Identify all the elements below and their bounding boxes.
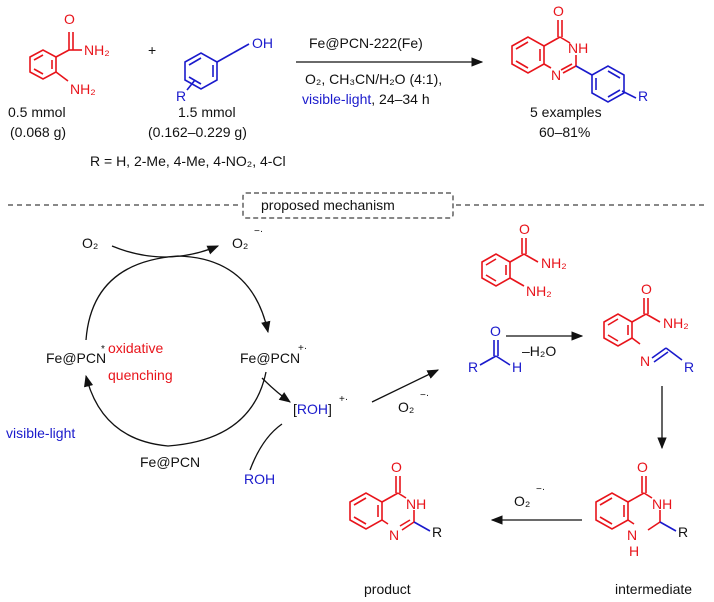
aldehyde-structure: R O H: [468, 323, 522, 375]
mechanism-title-box: [242, 192, 454, 219]
superoxide-label-2: O₂: [398, 399, 414, 415]
superoxide-label: O₂: [232, 235, 248, 251]
final-product-structure: O NH N R: [349, 459, 442, 543]
intermediate-nh-top: NH: [652, 496, 672, 512]
excited-catalyst-label: Fe@PCN: [46, 350, 106, 366]
benzyl-alcohol-structure: OH R: [176, 35, 273, 104]
roh-cation-charge: +·: [339, 394, 348, 405]
roh-oxidation-arrow: [261, 377, 291, 403]
catalyst-label: Fe@PCN-222(Fe): [309, 35, 423, 51]
product-nh-label: NH: [568, 40, 588, 56]
oxidative-label: oxidative: [108, 340, 163, 356]
product-caption: product: [364, 581, 411, 597]
superoxide-charge-3: −·: [536, 484, 545, 495]
final-r-label: R: [432, 524, 442, 540]
aldehyde-h-label: H: [512, 359, 522, 375]
final-n-label: N: [389, 527, 399, 543]
imine-r-label: R: [684, 359, 694, 375]
aminobenzamide-structure: O NH₂ NH₂: [29, 11, 110, 97]
superoxide-charge: −·: [254, 226, 263, 237]
amine-nh2-label: NH₂: [70, 81, 96, 97]
mech-carbonyl-o: O: [519, 221, 530, 237]
hydroxyl-label: OH: [252, 35, 273, 51]
imine-structure: O NH₂ N R: [603, 281, 694, 375]
superoxide-charge-2: −·: [420, 390, 429, 401]
aldehyde-r-label: R: [468, 359, 478, 375]
imine-n-label: N: [640, 353, 650, 369]
product-n-label: N: [551, 67, 561, 83]
aminobenzamide-mech-structure: O NH₂ NH₂: [481, 221, 567, 299]
catalyst-cation-label: Fe@PCN: [240, 350, 300, 366]
conditions-label: O₂, CH₃CN/H₂O (4:1),: [305, 71, 442, 87]
ground-catalyst-label: Fe@PCN: [140, 454, 200, 470]
superoxide-label-3: O₂: [514, 493, 530, 509]
amide-nh2-label: NH₂: [84, 42, 110, 58]
quenching-label: quenching: [108, 367, 173, 383]
intermediate-r-label: R: [678, 524, 688, 540]
r-substituent-label: R: [176, 88, 186, 104]
r-group-list: R = H, 2-Me, 4-Me, 4-NO₂, 4-Cl: [90, 153, 286, 169]
aldehyde-formation-arrow: [371, 369, 440, 403]
yield-range: 60–81%: [539, 124, 590, 140]
catalyst-cation-charge: +·: [298, 343, 307, 354]
time-condition: , 24–34 h: [371, 91, 429, 107]
intermediate-h-bottom: H: [629, 543, 639, 559]
roh-cation-label: ROH: [297, 401, 328, 417]
amide-amount: 0.5 mmol: [8, 104, 66, 120]
dihydroquinazolinone-structure: O NH N H R: [595, 459, 688, 559]
excited-star: *: [101, 344, 105, 355]
carbonyl-o-label: O: [64, 11, 75, 27]
amide-mass: (0.068 g): [10, 124, 66, 140]
intermediate-carbonyl-o: O: [637, 459, 648, 475]
svg-text:visible-light, 24–34 h: visible-light, 24–34 h: [302, 91, 430, 107]
alcohol-amount: 1.5 mmol: [178, 104, 236, 120]
o2-label: O₂: [82, 235, 98, 251]
visible-light-condition: visible-light: [302, 91, 371, 107]
mech-amide-nh2: NH₂: [541, 255, 567, 271]
plus-sign: +: [148, 42, 156, 58]
intermediate-n-bottom: N: [627, 527, 637, 543]
quinazolinone-product-structure: O NH N R: [511, 3, 648, 104]
svg-text:[ROH]: [ROH]: [293, 401, 332, 417]
product-carbonyl-o: O: [553, 3, 564, 19]
mechanism-title: proposed mechanism: [261, 197, 395, 213]
alcohol-mass: (0.162–0.229 g): [148, 124, 247, 140]
final-nh-label: NH: [406, 496, 426, 512]
final-carbonyl-o: O: [391, 459, 402, 475]
roh-input-curve: [249, 423, 283, 471]
examples-count: 5 examples: [530, 104, 602, 120]
cycle-top-arrow: [85, 255, 271, 341]
aldehyde-o-label: O: [490, 323, 501, 339]
roh-label: ROH: [244, 471, 275, 487]
intermediate-caption: intermediate: [615, 581, 692, 597]
imine-carbonyl-o: O: [641, 281, 652, 297]
water-loss-label: –H₂O: [522, 343, 556, 359]
imine-amide-nh2: NH₂: [663, 315, 689, 331]
cycle-bottom-arrow: [84, 371, 267, 447]
mech-amine-nh2: NH₂: [526, 283, 552, 299]
visible-light-label: visible-light: [6, 425, 75, 441]
product-r-label: R: [638, 88, 648, 104]
o2-reduction-arrow: [111, 245, 220, 258]
